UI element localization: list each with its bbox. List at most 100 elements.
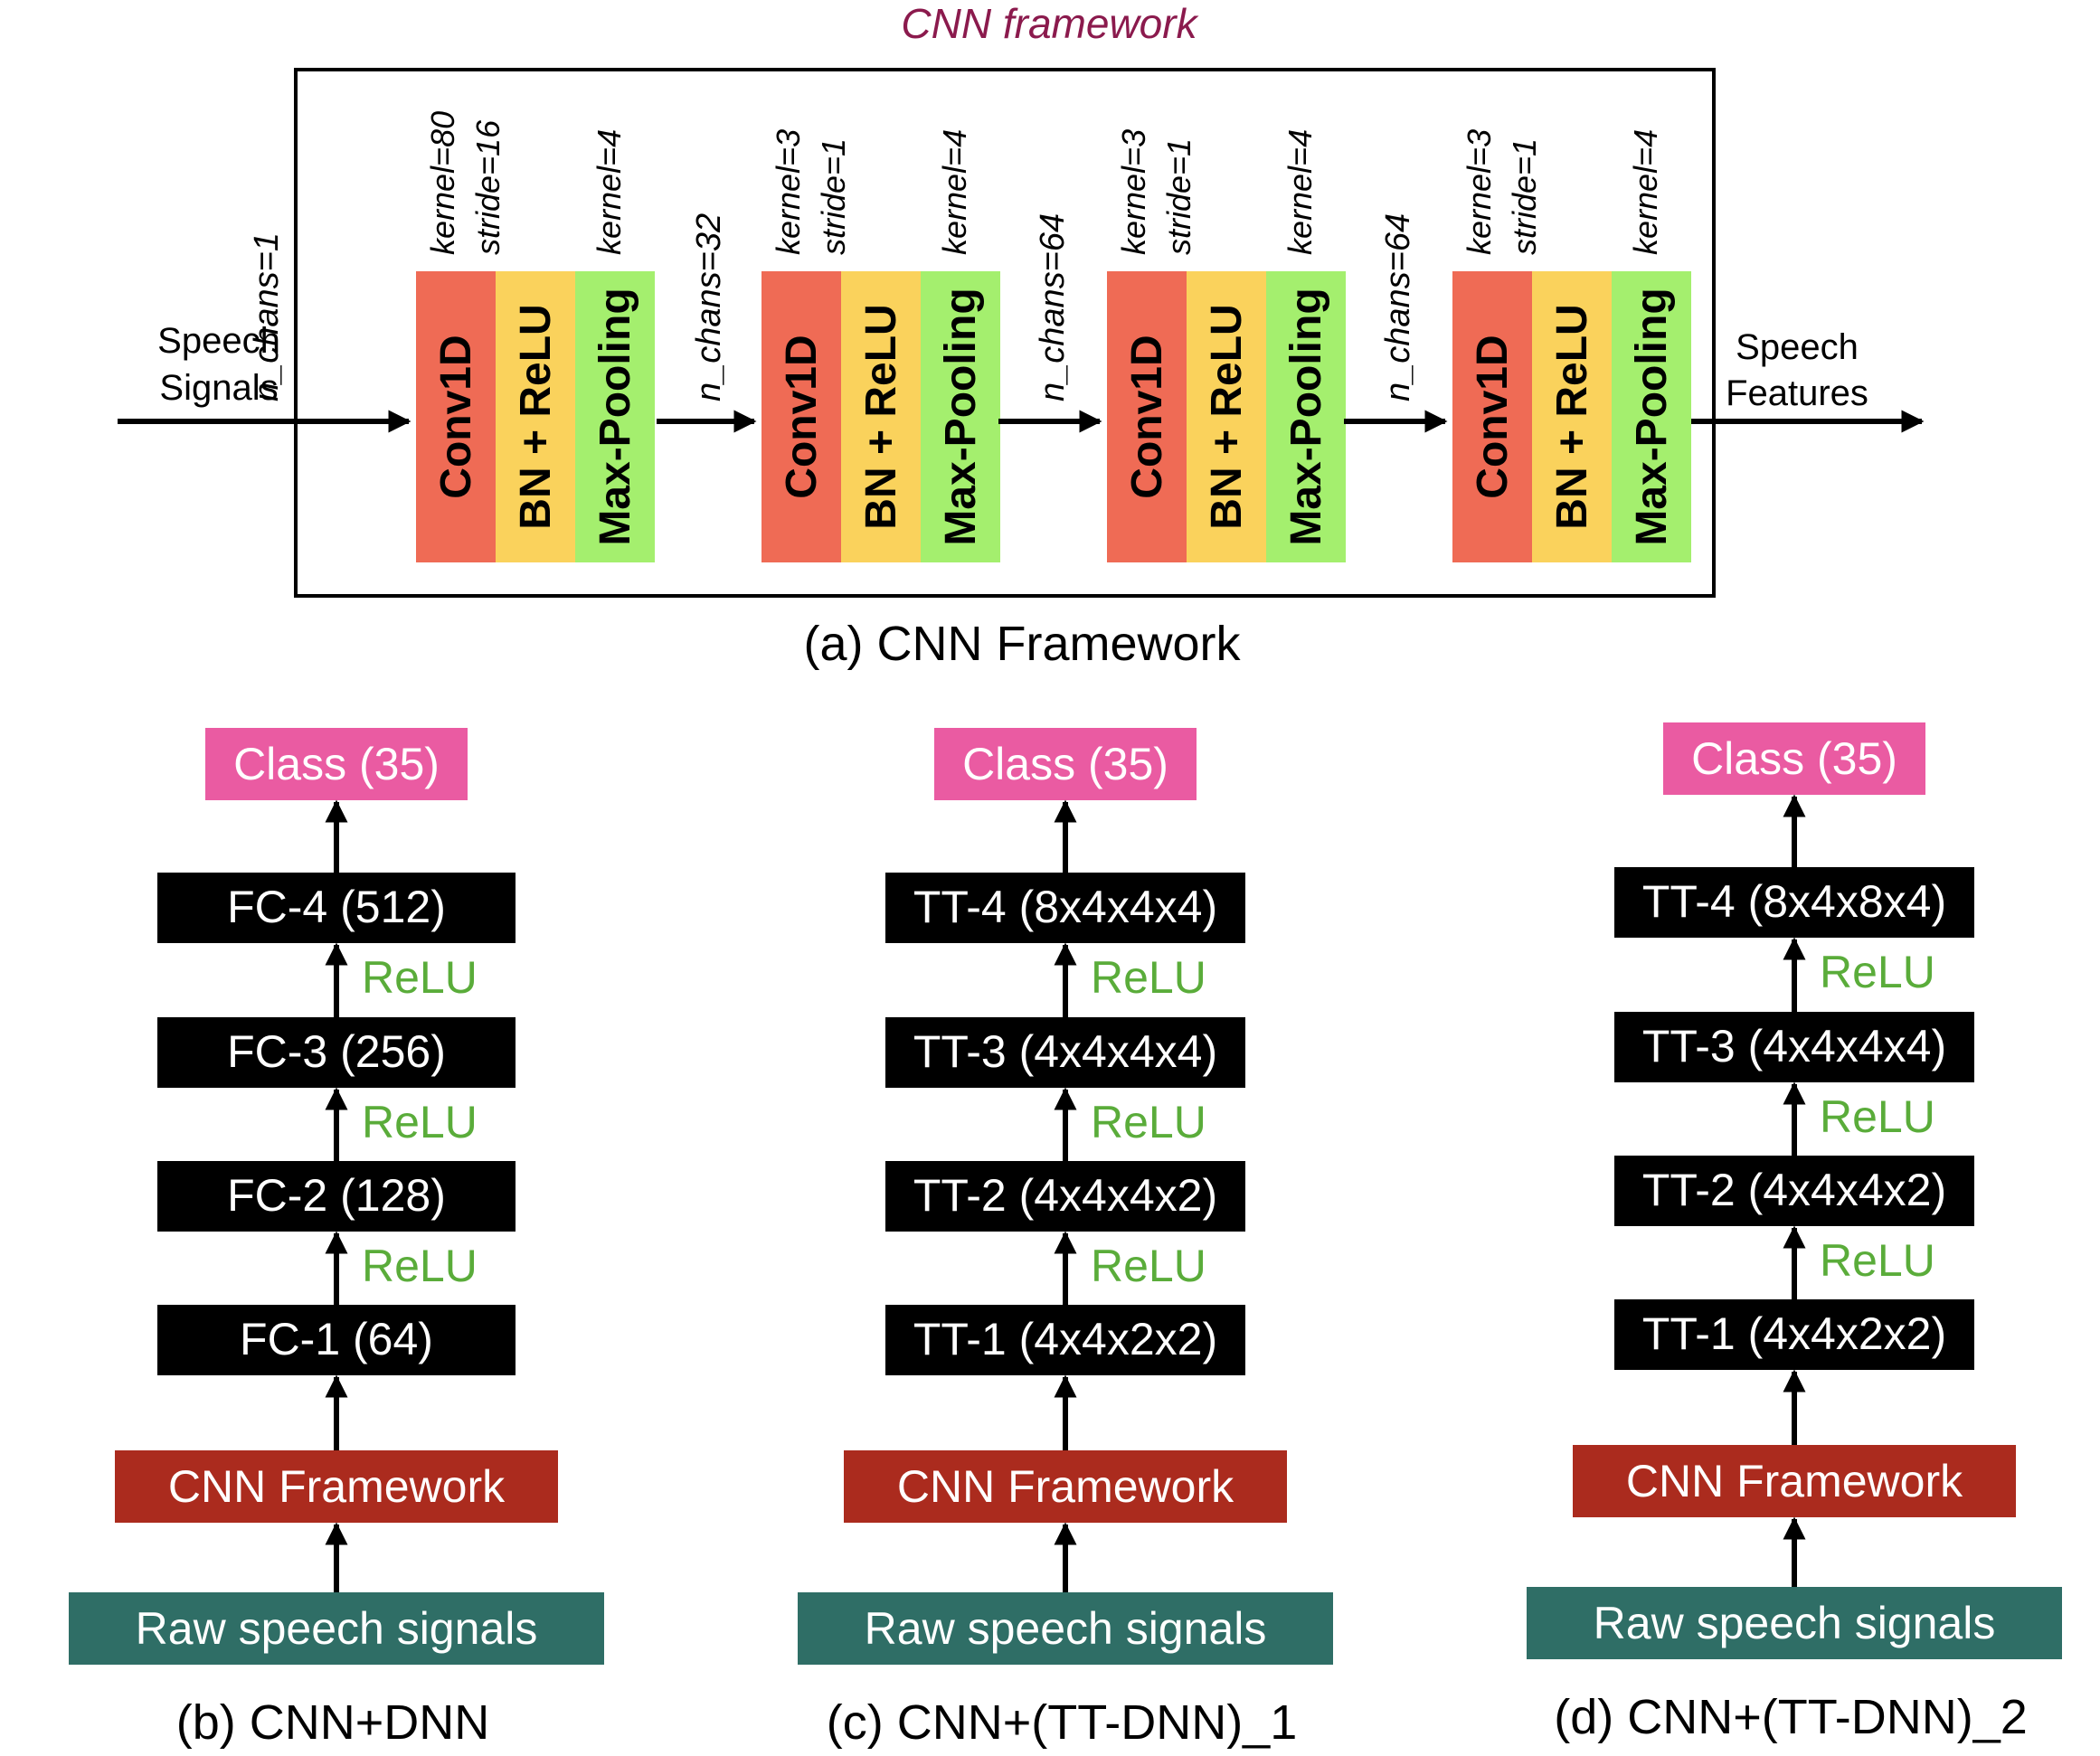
relu-label: ReLU bbox=[362, 1097, 478, 1147]
raw-signals-label: Raw speech signals bbox=[136, 1603, 538, 1654]
n-chans-label: n_chans=64 bbox=[1379, 213, 1417, 401]
conv-block bbox=[761, 271, 841, 562]
conv-block-label: Conv1D bbox=[432, 335, 480, 498]
relu-label: ReLU bbox=[1091, 1241, 1206, 1291]
bn-block bbox=[496, 271, 575, 562]
layer-label: TT-3 (4x4x4x4) bbox=[1642, 1021, 1946, 1072]
bn-block bbox=[1532, 271, 1612, 562]
class-box-label: Class (35) bbox=[1691, 733, 1897, 784]
cnn-framework-box bbox=[115, 1450, 558, 1523]
pool-block-label: Max-Pooling bbox=[1282, 288, 1330, 545]
layer-label: TT-2 (4x4x4x2) bbox=[913, 1170, 1217, 1221]
bn-block-label: BN + ReLU bbox=[1203, 304, 1251, 529]
relu-label: ReLU bbox=[362, 1241, 478, 1291]
class-box bbox=[934, 728, 1197, 800]
n-chans-label: n_chans=32 bbox=[690, 213, 728, 401]
conv-kernel-label: kernel=3 bbox=[770, 129, 807, 255]
conv-kernel-label: kernel=3 bbox=[1461, 129, 1498, 255]
relu-label: ReLU bbox=[1091, 1097, 1206, 1147]
layer-box bbox=[885, 873, 1245, 943]
layer-label: FC-1 (64) bbox=[240, 1314, 433, 1364]
layer-box bbox=[1614, 1156, 1974, 1226]
conv-stride-label: stride=1 bbox=[1160, 138, 1197, 255]
relu-label: ReLU bbox=[1091, 952, 1206, 1003]
model-columns: Class (35)FC-4 (512)FC-3 (256)FC-2 (128)… bbox=[69, 722, 2062, 1750]
pool-block-label: Max-Pooling bbox=[1628, 288, 1676, 545]
layer-label: TT-4 (8x4x8x4) bbox=[1642, 876, 1946, 927]
class-box-label: Class (35) bbox=[233, 739, 440, 789]
layer-box bbox=[885, 1017, 1245, 1088]
cnn-framework-label: CNN Framework bbox=[1626, 1456, 1963, 1506]
conv-block bbox=[1452, 271, 1532, 562]
svg-text:Signals: Signals bbox=[159, 368, 278, 408]
conv-block-label: Conv1D bbox=[778, 335, 826, 498]
relu-label: ReLU bbox=[362, 952, 478, 1003]
svg-text:Speech: Speech bbox=[1736, 327, 1859, 367]
layer-label: TT-2 (4x4x4x2) bbox=[1642, 1165, 1946, 1215]
model-column-2: Class (35) TT-4 (8x4x4x4) TT-3 (4x4x4x4) TT… bbox=[798, 728, 1333, 1750]
pool-kernel-label: kernel=4 bbox=[936, 129, 973, 255]
layer-box bbox=[157, 1305, 516, 1375]
cnn-framework-box bbox=[844, 1450, 1287, 1523]
layer-box bbox=[1614, 1012, 1974, 1082]
conv-kernel-label: kernel=80 bbox=[424, 111, 461, 255]
bn-block-label: BN + ReLU bbox=[1548, 304, 1596, 529]
layer-box bbox=[157, 873, 516, 943]
conv-stride-label: stride=1 bbox=[1506, 138, 1543, 255]
pool-block bbox=[1612, 271, 1691, 562]
conv-kernel-label: kernel=3 bbox=[1115, 129, 1152, 255]
framework-title: CNN framework bbox=[901, 0, 1198, 47]
pool-kernel-label: kernel=4 bbox=[1627, 129, 1664, 255]
n-chans-label: n_chans=64 bbox=[1034, 213, 1072, 401]
cnn-framework-box bbox=[1573, 1445, 2016, 1517]
raw-signals-box bbox=[69, 1592, 604, 1665]
layer-box bbox=[1614, 1299, 1974, 1370]
raw-signals-label: Raw speech signals bbox=[865, 1603, 1267, 1654]
n-chans-label: n_chans=1 bbox=[248, 232, 286, 401]
framework-input-label: Speech Signals bbox=[157, 321, 280, 408]
model-caption: (c) CNN+(TT-DNN)_1 bbox=[827, 1695, 1298, 1750]
model-caption: (b) CNN+DNN bbox=[176, 1695, 490, 1750]
pool-block-label: Max-Pooling bbox=[937, 288, 985, 545]
pool-block bbox=[1266, 271, 1346, 562]
layer-box bbox=[157, 1161, 516, 1232]
bn-block bbox=[841, 271, 921, 562]
bn-block-label: BN + ReLU bbox=[857, 304, 905, 529]
relu-label: ReLU bbox=[1820, 947, 1935, 997]
class-box bbox=[1663, 722, 1925, 795]
pool-block bbox=[921, 271, 1000, 562]
cnn-framework-label: CNN Framework bbox=[897, 1461, 1234, 1512]
class-box bbox=[205, 728, 468, 800]
svg-text:Features: Features bbox=[1726, 373, 1868, 413]
class-box-label: Class (35) bbox=[962, 739, 1168, 789]
bn-block bbox=[1187, 271, 1266, 562]
layer-label: FC-2 (128) bbox=[227, 1170, 446, 1221]
raw-signals-box bbox=[1527, 1587, 2062, 1659]
layer-box bbox=[885, 1305, 1245, 1375]
raw-signals-box bbox=[798, 1592, 1333, 1665]
layer-label: TT-1 (4x4x2x2) bbox=[913, 1314, 1217, 1364]
pool-block-label: Max-Pooling bbox=[591, 288, 639, 545]
relu-label: ReLU bbox=[1820, 1091, 1935, 1142]
layer-label: TT-4 (8x4x4x4) bbox=[913, 882, 1217, 932]
cnn-framework-label: CNN Framework bbox=[168, 1461, 506, 1512]
raw-signals-label: Raw speech signals bbox=[1594, 1598, 1996, 1648]
layer-label: FC-4 (512) bbox=[227, 882, 446, 932]
conv-stride-label: stride=1 bbox=[815, 138, 852, 255]
layer-box bbox=[1614, 867, 1974, 938]
relu-label: ReLU bbox=[1820, 1235, 1935, 1286]
conv-block-label: Conv1D bbox=[1123, 335, 1171, 498]
pool-block bbox=[575, 271, 655, 562]
layer-label: TT-1 (4x4x2x2) bbox=[1642, 1308, 1946, 1359]
framework-caption: (a) CNN Framework bbox=[803, 617, 1241, 671]
model-column-3: Class (35) TT-4 (8x4x8x4) TT-3 (4x4x4x4) TT… bbox=[1527, 722, 2062, 1744]
conv-block bbox=[416, 271, 496, 562]
layer-label: TT-3 (4x4x4x4) bbox=[913, 1026, 1217, 1077]
layer-box bbox=[885, 1161, 1245, 1232]
model-caption: (d) CNN+(TT-DNN)_2 bbox=[1554, 1690, 2028, 1744]
bn-block-label: BN + ReLU bbox=[512, 304, 560, 529]
